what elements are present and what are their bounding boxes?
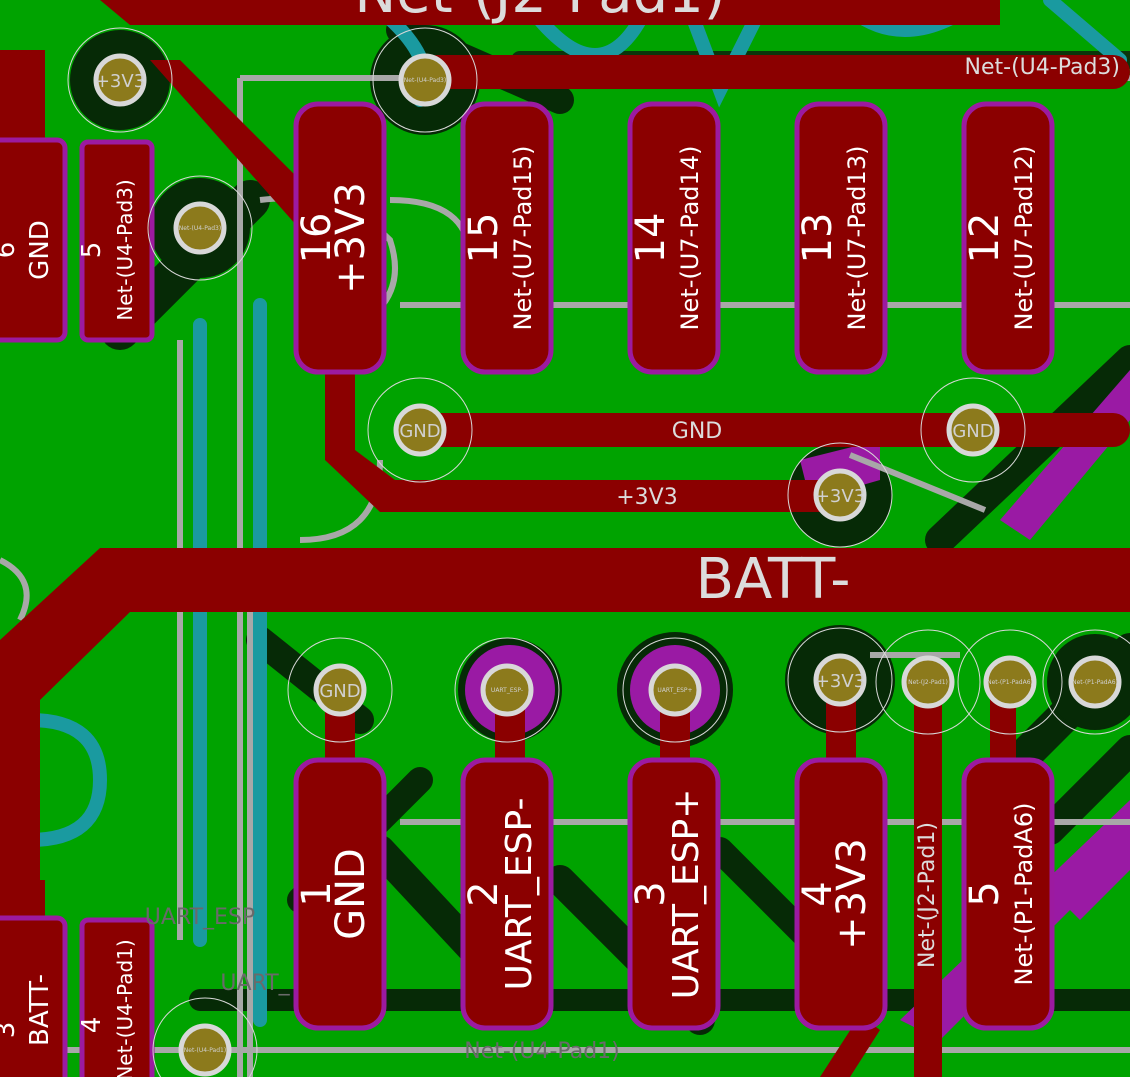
via-3v3-v33-b[interactable]: +3V3	[787, 442, 893, 548]
pad-net-label: +3V3	[829, 838, 875, 950]
pad-number-label: 1	[294, 881, 340, 906]
pad-number-label: 14	[628, 213, 674, 264]
left-pads	[0, 137, 155, 1077]
pad-number-label: 6	[0, 242, 21, 259]
via-net-u4pad1[interactable]: Net-(U4-Pad1)	[152, 997, 258, 1077]
pad-15[interactable]	[460, 101, 554, 375]
pad-left-6[interactable]	[0, 137, 68, 343]
via-label: GND	[952, 421, 993, 442]
pad-left-4[interactable]	[79, 917, 155, 1077]
pad-number-label: 12	[962, 213, 1008, 264]
pad-1[interactable]	[293, 757, 387, 1031]
pad-number-label: 13	[795, 213, 841, 264]
pad-number-label: 2	[461, 881, 507, 906]
pad-net-label: +3V3	[328, 182, 374, 294]
pad-5[interactable]	[961, 757, 1055, 1031]
via-label: Net-(J2-Pad1)	[908, 679, 948, 686]
via-net-uart-p[interactable]: UART_ESP+	[622, 637, 728, 743]
pad-net-label: Net-(U4-Pad1)	[113, 939, 137, 1077]
via-net-p1pada6[interactable]: Net-(P1-PadA6)	[957, 629, 1063, 735]
via-label: UART_ESP+	[657, 687, 692, 694]
via-label: +3V3	[815, 486, 865, 507]
pad-number-label: 5	[77, 242, 107, 259]
pad-net-label: Net-(U7-Pad14)	[676, 146, 704, 331]
pad-16[interactable]	[293, 101, 387, 375]
via-label: GND	[399, 421, 440, 442]
via-net-uart-m[interactable]: UART_ESP-	[454, 637, 560, 743]
pad-net-label: Net-(U7-Pad13)	[843, 146, 871, 331]
pad-number-label: 4	[795, 881, 841, 906]
via-gnd-gnd-b[interactable]: GND	[920, 377, 1026, 483]
via-label: +3V3	[815, 671, 865, 692]
pad-net-label: UART_ESP-	[499, 798, 540, 991]
pad-14[interactable]	[627, 101, 721, 375]
pad-net-label: UART_ESP+	[666, 789, 707, 1000]
pad-net-label: Net-(U4-Pad3)	[113, 179, 137, 320]
via-net-j2pad1[interactable]: Net-(J2-Pad1)	[875, 629, 981, 735]
bottom-pad-row	[293, 757, 1055, 1031]
u4-pad1-net-label: Net-(U4-Pad1)	[464, 1039, 619, 1064]
pad-4[interactable]	[794, 757, 888, 1031]
pad-number-label: 16	[294, 213, 340, 264]
j2-pad1-trace-label: Net-(J2-Pad1)	[915, 822, 940, 968]
via-label: Net-(P1-PadA6)	[1072, 679, 1118, 686]
via-gnd-gnd-c[interactable]: GND	[287, 637, 393, 743]
uart-faded-label: UART_ESP	[145, 905, 255, 930]
via-gnd-gnd-a[interactable]: GND	[367, 377, 473, 483]
pad-number-label: 5	[962, 881, 1008, 906]
top-net-label: Net-(J2-Pad1)	[354, 0, 725, 26]
via-label: UART_ESP-	[491, 687, 523, 694]
v33-trace-label: +3V3	[616, 485, 677, 510]
u4-pad3-net-label: Net-(U4-Pad3)	[965, 55, 1120, 80]
via-net-u4pad3-b[interactable]: Net-(U4-Pad3)	[147, 175, 253, 281]
pad-number-label: 15	[461, 213, 507, 264]
pad-left-5[interactable]	[79, 139, 155, 343]
pad-number-label: 3	[0, 1022, 21, 1039]
via-3v3-v33-a[interactable]: +3V3	[67, 27, 173, 133]
via-label: Net-(U4-Pad3)	[179, 225, 221, 232]
gnd-trace-label: GND	[672, 419, 722, 444]
pad-12[interactable]	[961, 101, 1055, 375]
fab-layer	[23, 0, 1127, 1027]
via-label: GND	[319, 681, 360, 702]
pad-net-label: GND	[328, 848, 374, 940]
via-label: Net-(U4-Pad3)	[404, 77, 446, 84]
pad-number-label: 4	[77, 1017, 107, 1034]
uart-faded-label-2: UART_	[220, 971, 290, 996]
pad-2[interactable]	[460, 757, 554, 1031]
labels: Net-(J2-Pad1) Net-(U4-Pad3) GND +3V3 BAT…	[145, 0, 1120, 1064]
pad-net-label: Net-(U7-Pad15)	[509, 146, 537, 331]
pad-net-label: GND	[25, 220, 55, 280]
pad-net-label: Net-(U7-Pad12)	[1010, 146, 1038, 331]
via-net-p1pada6-b[interactable]: Net-(P1-PadA6)	[1042, 629, 1130, 735]
pad-net-label: Net-(P1-PadA6)	[1010, 803, 1038, 986]
pad-3[interactable]	[627, 757, 721, 1031]
via-net-u4pad3-a[interactable]: Net-(U4-Pad3)	[372, 27, 478, 133]
top-pad-row	[293, 101, 1055, 375]
batt-minus-label: BATT-	[696, 547, 851, 612]
via-label: Net-(U4-Pad1)	[184, 1047, 226, 1054]
via-label: Net-(P1-PadA6)	[987, 679, 1033, 686]
pad-net-label: BATT-	[25, 974, 55, 1046]
via-3v3-v33-c[interactable]: +3V3	[787, 627, 893, 733]
pad-13[interactable]	[794, 101, 888, 375]
pad-left-3[interactable]	[0, 915, 68, 1077]
via-label: +3V3	[95, 71, 145, 92]
pad-number-label: 3	[628, 881, 674, 906]
